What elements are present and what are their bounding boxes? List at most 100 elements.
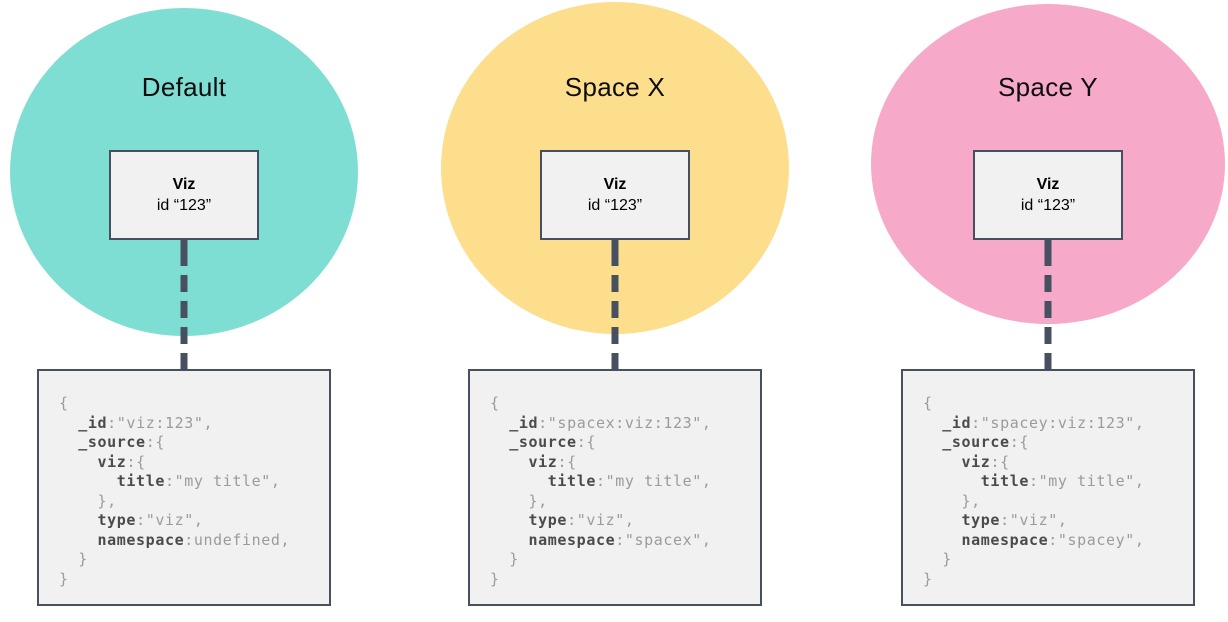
code-line: }, — [490, 492, 754, 512]
code-segment-rest: :"spacey:viz:123", — [971, 413, 1145, 432]
code-segment-key: viz — [961, 452, 991, 471]
code-line: }, — [59, 492, 323, 512]
code-segment-pre — [923, 433, 942, 451]
code-segment-key: title — [547, 472, 596, 490]
document-code-box: { _id:"spacex:viz:123", _source:{ viz:{ … — [468, 369, 762, 606]
code-segment-key: _id — [942, 413, 972, 432]
code-line: type:"viz", — [59, 511, 323, 531]
code-segment-rest: :"viz:123", — [107, 413, 214, 432]
code-line: _source:{ — [59, 433, 323, 453]
code-line: } — [490, 550, 754, 570]
code-segment-pre — [923, 472, 981, 490]
code-segment-pre — [490, 492, 529, 510]
code-segment-rest: :"spacex:viz:123", — [538, 413, 712, 432]
code-segment-rest: } — [59, 569, 69, 588]
code-segment-pre — [59, 453, 98, 471]
code-segment-key: title — [116, 472, 165, 490]
code-segment-rest: :"viz", — [567, 511, 635, 529]
viz-card-title: Viz — [603, 175, 627, 193]
document-code: { _id:"spacey:viz:123", _source:{ viz:{ … — [923, 394, 1187, 589]
space-column-space-y: Space Y Viz id “123” { _id:"spacey:viz:1… — [871, 0, 1225, 622]
viz-card: Viz id “123” — [973, 150, 1123, 240]
code-line: namespace:"spacey", — [923, 531, 1187, 551]
viz-card-id: id “123” — [587, 196, 643, 214]
code-segment-rest: :"spacex", — [615, 530, 712, 549]
code-segment-key: type — [97, 511, 137, 529]
code-line: } — [923, 570, 1187, 590]
space-title: Space Y — [998, 72, 1098, 102]
code-segment-pre — [490, 453, 529, 471]
code-line: } — [490, 570, 754, 590]
code-segment-pre — [923, 492, 962, 510]
document-code: { _id:"viz:123", _source:{ viz:{ title:"… — [59, 394, 323, 589]
code-segment-rest: { — [59, 394, 69, 412]
code-segment-rest: :{ — [145, 433, 165, 451]
code-segment-pre — [59, 414, 78, 432]
code-segment-key: _source — [509, 433, 577, 451]
code-line: { — [59, 394, 323, 414]
code-segment-rest: } — [942, 550, 952, 568]
code-segment-rest: :"my title", — [164, 472, 281, 490]
code-segment-key: namespace — [528, 530, 616, 549]
code-segment-pre — [923, 414, 942, 432]
code-segment-key: viz — [528, 452, 558, 471]
viz-card-id: id “123” — [156, 196, 212, 214]
code-line: type:"viz", — [923, 511, 1187, 531]
code-segment-pre — [923, 531, 962, 549]
code-line: _id:"viz:123", — [59, 414, 323, 434]
code-segment-key: title — [980, 472, 1029, 490]
code-segment-rest: :"my title", — [595, 472, 712, 490]
code-segment-pre — [490, 414, 509, 432]
code-line: type:"viz", — [490, 511, 754, 531]
code-segment-pre — [59, 492, 98, 510]
code-segment-pre — [490, 433, 509, 451]
code-segment-key: viz — [97, 452, 127, 471]
space-title: Space X — [564, 72, 666, 102]
code-segment-pre — [923, 550, 942, 568]
code-segment-rest: } — [78, 550, 88, 568]
code-segment-pre — [59, 472, 117, 490]
code-segment-rest: :"viz", — [1000, 511, 1068, 529]
code-segment-rest: { — [490, 394, 500, 412]
code-segment-pre — [59, 531, 98, 549]
code-segment-rest: }, — [528, 491, 548, 510]
code-segment-pre — [490, 472, 548, 490]
code-segment-rest: :{ — [126, 452, 146, 471]
code-line: viz:{ — [923, 453, 1187, 473]
dashed-connector — [611, 240, 619, 372]
viz-card-title: Viz — [172, 175, 196, 193]
viz-card: Viz id “123” — [109, 150, 259, 240]
code-line: _source:{ — [490, 433, 754, 453]
code-segment-pre — [490, 511, 529, 529]
viz-card-id: id “123” — [1020, 196, 1076, 214]
code-segment-key: namespace — [97, 530, 185, 549]
code-line: viz:{ — [59, 453, 323, 473]
code-segment-rest: :"my title", — [1028, 472, 1145, 490]
code-segment-rest: :undefined, — [184, 530, 291, 549]
code-line: title:"my title", — [923, 472, 1187, 492]
code-segment-rest: } — [490, 569, 500, 588]
code-line: _source:{ — [923, 433, 1187, 453]
space-column-space-x: Space X Viz id “123” { _id:"spacex:viz:1… — [440, 0, 790, 622]
code-line: _id:"spacex:viz:123", — [490, 414, 754, 434]
code-segment-rest: { — [923, 394, 933, 412]
viz-card-title: Viz — [1036, 175, 1060, 193]
code-line: viz:{ — [490, 453, 754, 473]
code-segment-rest: :{ — [1009, 433, 1029, 451]
code-segment-key: type — [528, 511, 568, 529]
code-segment-pre — [923, 453, 962, 471]
code-line: title:"my title", — [59, 472, 323, 492]
code-segment-rest: }, — [961, 491, 981, 510]
code-line: namespace:undefined, — [59, 531, 323, 551]
dashed-connector — [1044, 240, 1052, 372]
code-segment-key: namespace — [961, 530, 1049, 549]
code-segment-key: type — [961, 511, 1001, 529]
code-segment-pre — [59, 511, 98, 529]
code-segment-key: _id — [509, 413, 539, 432]
code-line: namespace:"spacex", — [490, 531, 754, 551]
space-column-default: Default Viz id “123” { _id:"viz:123", _s… — [9, 0, 359, 622]
code-segment-rest: :{ — [990, 452, 1010, 471]
code-segment-key: _source — [78, 433, 146, 451]
code-line: } — [59, 570, 323, 590]
code-segment-rest: :"viz", — [136, 511, 204, 529]
